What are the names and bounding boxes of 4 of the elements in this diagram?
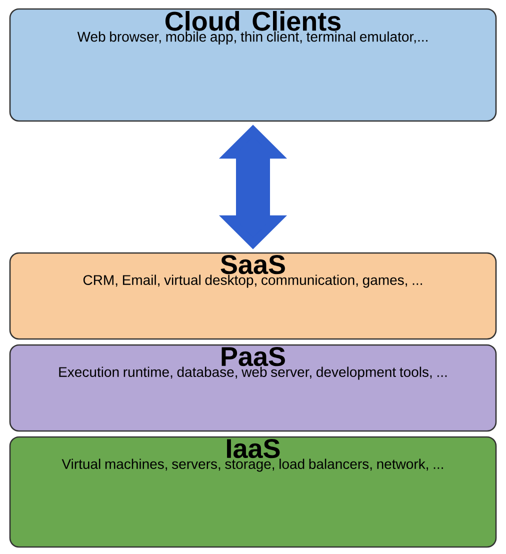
- layer-box: IaaS Virtual machines, servers, storage, load balancers, network, ...: [9, 436, 497, 548]
- layer-box: SaaS CRM, Email, virtual desktop, communication, games, ...: [9, 252, 497, 340]
- client-box: Cloud Clients Web browser, mobile app, thin client, terminal emulator,...: [9, 8, 497, 122]
- layer-box: PaaS Execution runtime, database, web server, development tools, ...: [9, 344, 497, 432]
